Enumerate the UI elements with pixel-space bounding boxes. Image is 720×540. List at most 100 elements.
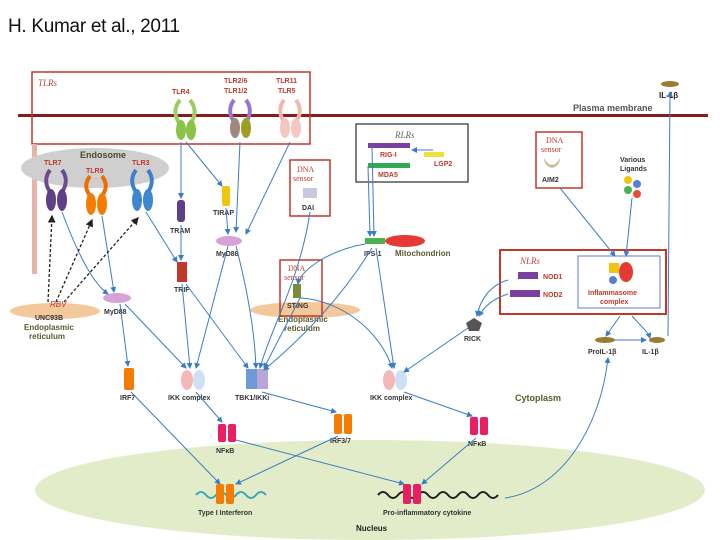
tirap-shape: [222, 186, 230, 206]
type1-ifn-label: Type I Interferon: [198, 510, 252, 517]
ikk-left-1: [181, 370, 193, 390]
citation-title: H. Kumar et al., 2011: [8, 16, 180, 37]
tlr4-label: TLR4: [172, 89, 190, 96]
ifn-irf-2: [226, 484, 234, 504]
myd88-top-shape: [216, 236, 242, 246]
inflammasome-blue: [609, 276, 617, 284]
irf3-7-1: [334, 414, 342, 434]
irf3-7-2: [344, 414, 352, 434]
pro-inflam-label: Pro-inflammatory cytokine: [383, 510, 471, 517]
nod1-shape: [518, 272, 538, 279]
ligand-4: [633, 190, 641, 198]
ligand-2: [633, 180, 641, 188]
rig1-shape: [368, 143, 410, 148]
aim2-dna-label: DNA: [546, 136, 564, 145]
nlrs-header: NLRs: [519, 256, 541, 266]
trif-shape: [177, 262, 187, 282]
aim2-label: AIM2: [542, 177, 559, 184]
tlr11-tlr5-receptor: TLR11 TLR5: [276, 78, 302, 138]
rick-label: RICK: [464, 336, 481, 343]
dai-shape: [303, 188, 317, 198]
tram-label: TRAM: [170, 228, 190, 235]
plasma-membrane: [18, 114, 708, 117]
pro-il1b-label: ProIL-1β: [588, 349, 617, 356]
il1b-top-shape: [661, 81, 679, 87]
tlr3-receptor: TLR3: [130, 160, 154, 211]
ips1-label: IPS-1: [364, 251, 382, 258]
various-ligands-label-1: Various: [620, 157, 645, 164]
nod2-label: NOD2: [543, 292, 563, 299]
tlr3-label: TLR3: [132, 160, 150, 167]
mda5-shape: [368, 163, 410, 168]
tbk1-label: TBK1/IKKi: [235, 395, 269, 402]
ikk-right-1: [383, 370, 395, 390]
inflammasome-inner-box: [577, 255, 661, 309]
mitochondrion-shape: [385, 235, 425, 247]
tlrs-endosome-connector: [32, 144, 37, 274]
rlrs-header: RLRs: [394, 130, 415, 140]
cytokine-nfkb-2: [413, 484, 421, 504]
nucleus-shape: [35, 440, 705, 540]
cytokine-nfkb-1: [403, 484, 411, 504]
nlrs-box: [499, 249, 667, 315]
sting-shape: [293, 284, 301, 298]
sting-sensor-label: sensor: [284, 273, 305, 282]
nfkb-right-label: NFκB: [468, 441, 486, 448]
il1b-top-label: IL-1β: [659, 91, 678, 100]
aim2-sensor-label: sensor: [541, 145, 562, 154]
endosome-label: Endosome: [80, 150, 126, 160]
ifn-irf-1: [216, 484, 224, 504]
nfkb-left-1: [218, 424, 226, 442]
dai-dna-label: DNA: [297, 165, 315, 174]
various-ligands-label-2: Ligands: [620, 166, 647, 173]
er-center-label-2: reticulum: [284, 324, 320, 333]
tlr9-label: TLR9: [86, 168, 104, 175]
er-left-label-2: reticulum: [29, 332, 65, 341]
ikk-right-label: IKK complex: [370, 395, 413, 402]
tbk1-shape-2: [257, 369, 268, 389]
dai-label: DAI: [302, 205, 314, 212]
rlrs-box: [355, 123, 469, 183]
dai-sensor-label: sensor: [293, 174, 314, 183]
unc93b-marker: RBV: [50, 300, 67, 309]
er-left-label-1: Endoplasmic: [24, 323, 74, 332]
irf7-label: IRF7: [120, 395, 135, 402]
tram-shape: [177, 200, 185, 222]
inflammasome-label-2: complex: [600, 299, 629, 306]
ikk-right-2: [395, 370, 407, 390]
nod2-shape: [510, 290, 540, 297]
tlr4-receptor: TLR4: [172, 89, 197, 140]
ligand-3: [624, 186, 632, 194]
tbk1-shape-1: [246, 369, 257, 389]
tlr7-receptor: TLR7: [44, 160, 68, 211]
tirap-label: TIRAP: [213, 210, 234, 217]
sting-label: STING: [287, 303, 309, 310]
unc93b-dashed-arrows: [47, 214, 139, 303]
lgp2-shape: [424, 152, 444, 157]
inflammasome-label-1: Inflammasome: [588, 290, 637, 297]
myd88-left-label: MyD88: [104, 309, 127, 316]
rig1-label: RIG-I: [380, 152, 397, 159]
tlr2-6-label: TLR2/6: [224, 78, 247, 85]
il1b-shape: [649, 337, 665, 343]
lgp2-label: LGP2: [434, 161, 452, 168]
nfkb-right-1: [470, 417, 478, 435]
il1b-label: IL-1β: [642, 349, 659, 356]
nfkb-right-2: [480, 417, 488, 435]
unc93b-label: UNC93B: [35, 315, 63, 322]
tlr11-label: TLR11: [276, 78, 297, 85]
ips1-shape: [365, 238, 385, 244]
aim2-box: [535, 131, 583, 189]
tlr1-2-label: TLR1/2: [224, 88, 247, 95]
nfkb-left-label: NFκB: [216, 448, 234, 455]
tlrs-header: TLRs: [38, 78, 58, 88]
inflammasome-red: [619, 262, 633, 282]
cytokine-dna: [377, 491, 499, 499]
nod1-label: NOD1: [543, 274, 563, 281]
er-center-label-1: Endoplasmic: [278, 315, 328, 324]
sting-box: [279, 259, 323, 317]
pro-il1b-shape: [595, 337, 615, 343]
nucleus-label: Nucleus: [356, 524, 388, 533]
er-left-shape: [10, 303, 100, 319]
